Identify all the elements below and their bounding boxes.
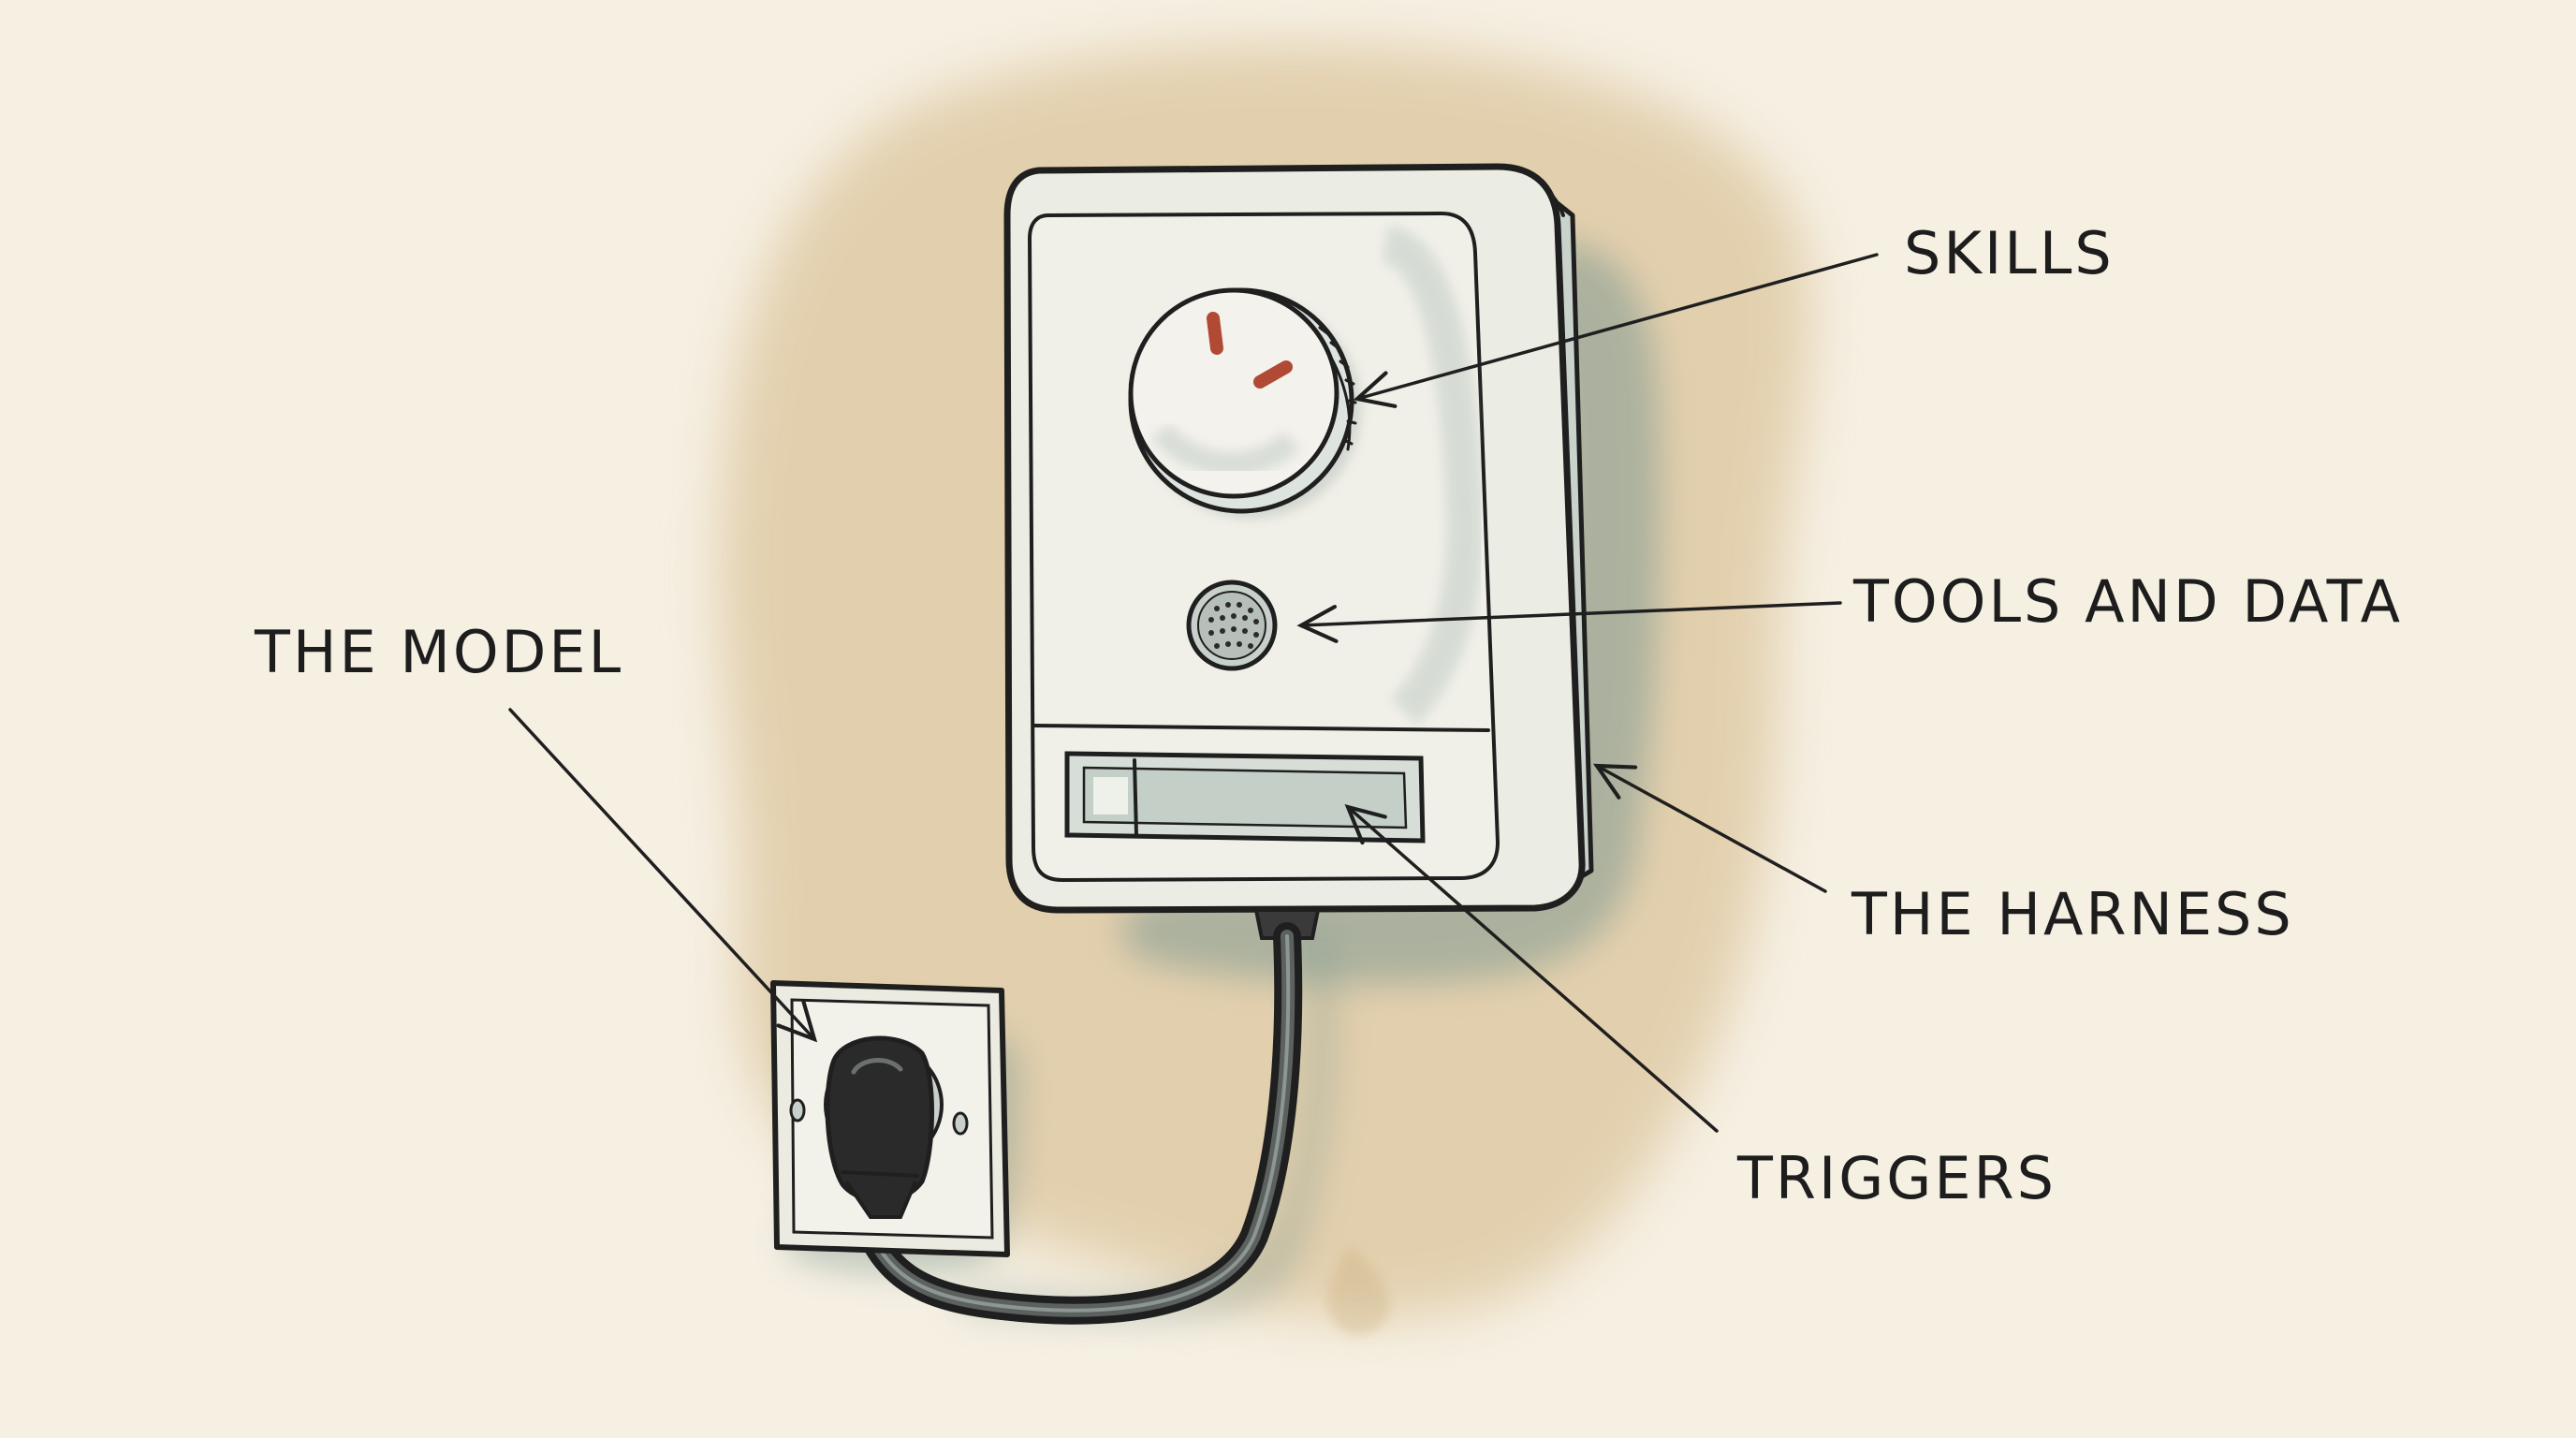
label-tools-and-data: TOOLS AND DATA: [1852, 567, 2403, 636]
triggers-leader: [1348, 807, 1719, 1133]
cable: [842, 922, 1303, 1325]
label-skills: SKILLS: [1904, 219, 2115, 287]
dial: [1128, 287, 1361, 519]
skills-leader: [1357, 253, 1879, 399]
plug: [825, 1035, 934, 1219]
label-triggers: TRIGGERS: [1736, 1144, 2056, 1212]
label-the-model: THE MODEL: [254, 618, 623, 686]
slot: [1064, 751, 1426, 844]
wall-device: [1003, 163, 1594, 940]
beige-wash-edge: [1327, 1245, 1390, 1336]
label-the-harness: THE HARNESS: [1851, 880, 2294, 948]
harness-leader: [1597, 766, 1827, 893]
model-leader: [508, 708, 814, 1039]
leader-lines: [508, 253, 1879, 1133]
tools-leader: [1301, 601, 1842, 625]
speaker-grille: [1186, 580, 1278, 671]
